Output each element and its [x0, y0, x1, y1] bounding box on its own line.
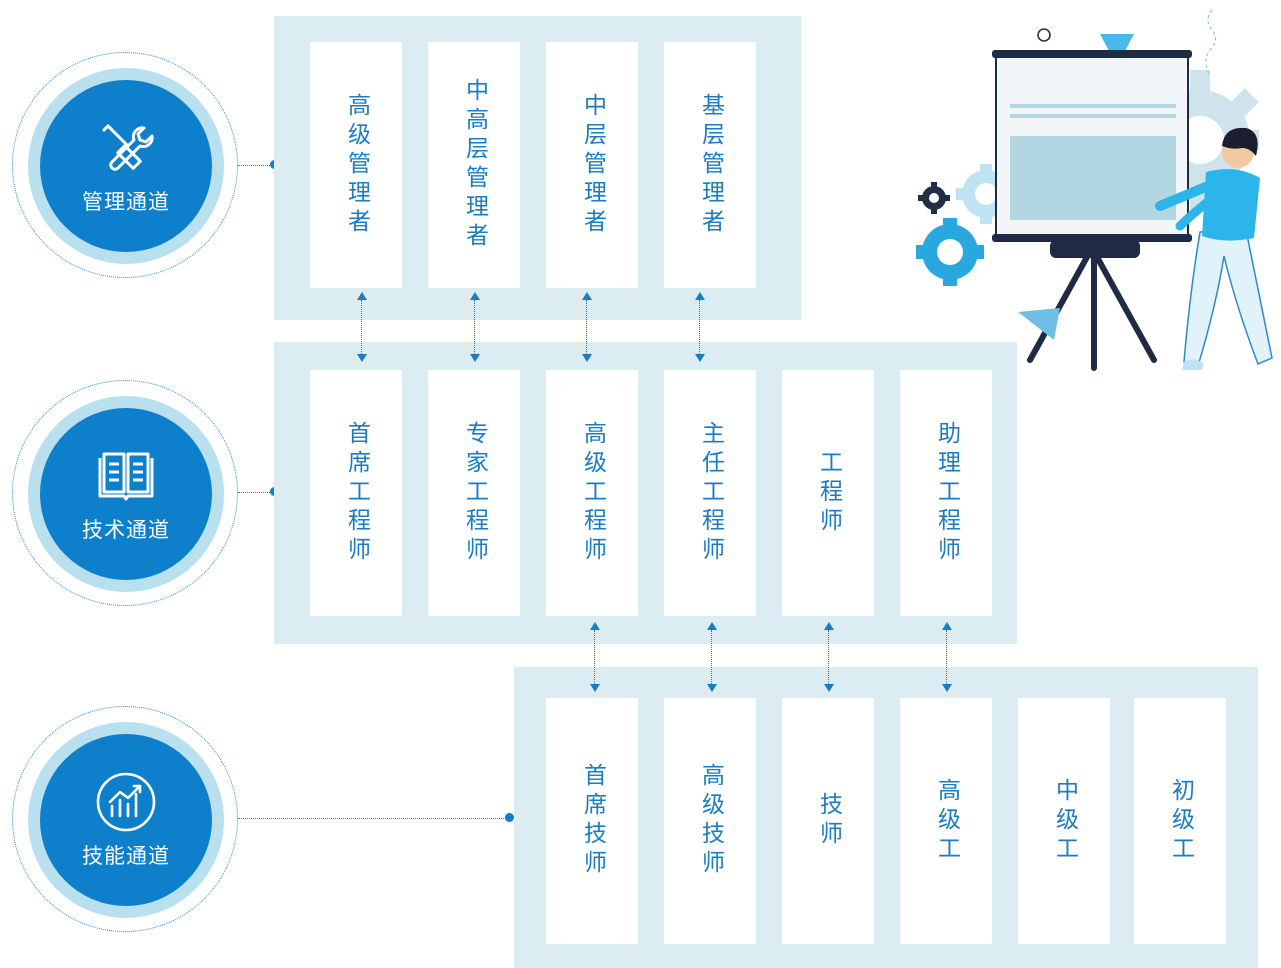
card-label: 首席工程师 — [343, 420, 370, 566]
book-icon — [98, 452, 154, 501]
card-label: 高级管理者 — [343, 92, 370, 238]
chart-icon — [96, 772, 156, 832]
card-label: 高级技师 — [697, 763, 724, 879]
card-skill-1: 首席技师 — [546, 698, 638, 944]
technical-channel: 技术通道 — [12, 380, 238, 606]
card-label: 专家工程师 — [461, 420, 488, 566]
card-technical-4: 主任工程师 — [664, 370, 756, 616]
connector-line — [238, 818, 510, 819]
arrow-tech-skill-3 — [823, 622, 835, 692]
card-management-1: 高级管理者 — [310, 42, 402, 288]
card-label: 主任工程师 — [697, 420, 724, 566]
arrow-mgmt-tech-4 — [694, 292, 706, 362]
card-skill-6: 初级工 — [1134, 698, 1226, 944]
person-illustration — [1155, 127, 1273, 370]
blue-gear-icon — [916, 218, 984, 286]
arrow-mgmt-tech-3 — [581, 292, 593, 362]
management-channel: 管理通道 — [12, 52, 238, 278]
card-label: 中高层管理者 — [461, 78, 488, 252]
card-skill-3: 技师 — [782, 698, 874, 944]
card-management-3: 中层管理者 — [546, 42, 638, 288]
card-technical-6: 助理工程师 — [900, 370, 992, 616]
card-label: 首席技师 — [579, 763, 606, 879]
card-technical-1: 首席工程师 — [310, 370, 402, 616]
channel-label: 管理通道 — [82, 190, 170, 214]
card-label: 基层管理者 — [697, 92, 724, 238]
card-label: 初级工 — [1167, 777, 1194, 865]
card-management-2: 中高层管理者 — [428, 42, 520, 288]
arrow-tech-skill-1 — [589, 622, 601, 692]
channel-label: 技能通道 — [82, 844, 170, 868]
tools-icon — [102, 124, 154, 171]
channel-label: 技术通道 — [82, 518, 170, 542]
card-technical-2: 专家工程师 — [428, 370, 520, 616]
card-technical-3: 高级工程师 — [546, 370, 638, 616]
card-label: 高级工 — [933, 777, 960, 865]
card-technical-5: 工程师 — [782, 370, 874, 616]
card-skill-2: 高级技师 — [664, 698, 756, 944]
card-label: 中层管理者 — [579, 92, 606, 238]
arrow-mgmt-tech-1 — [356, 292, 368, 362]
connector-dot — [505, 813, 514, 822]
card-label: 中级工 — [1051, 777, 1078, 865]
skill-channel: 技能通道 — [12, 706, 238, 932]
card-label: 高级工程师 — [579, 420, 606, 566]
card-label: 工程师 — [815, 449, 842, 537]
arrow-mgmt-tech-2 — [469, 292, 481, 362]
arrow-tech-skill-4 — [941, 622, 953, 692]
dark-gear-icon — [918, 182, 950, 214]
connector-line — [238, 165, 274, 166]
card-label: 技师 — [815, 792, 842, 850]
card-label: 助理工程师 — [933, 420, 960, 566]
card-skill-4: 高级工 — [900, 698, 992, 944]
connector-line — [238, 492, 274, 493]
card-skill-5: 中级工 — [1018, 698, 1110, 944]
card-management-4: 基层管理者 — [664, 42, 756, 288]
presentation-illustration — [916, 9, 1273, 371]
arrow-tech-skill-2 — [706, 622, 718, 692]
